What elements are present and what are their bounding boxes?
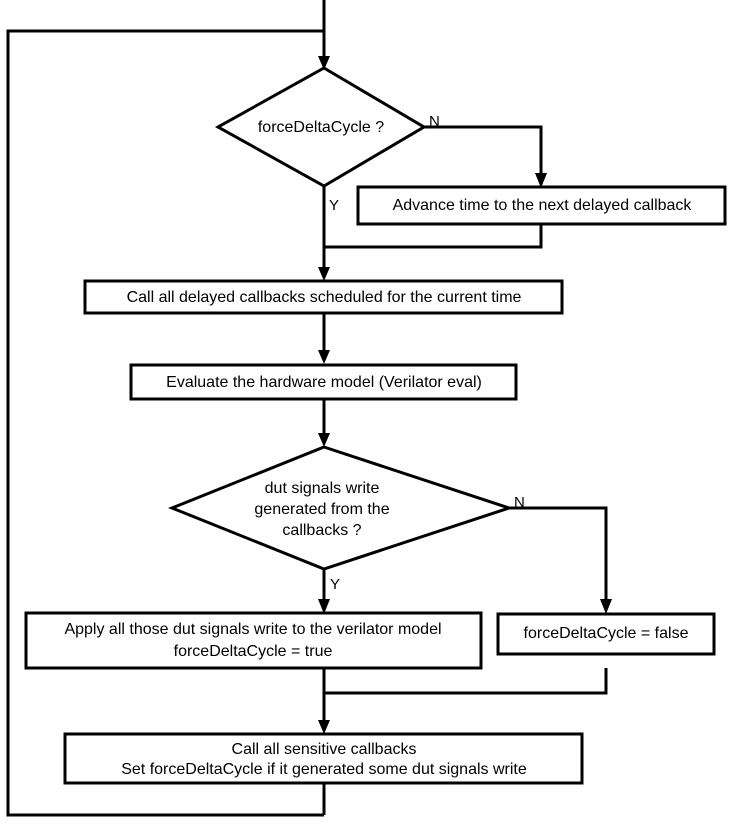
node-decision-dut-signals-write[interactable]: dut signals write generated from the cal… — [167, 445, 514, 571]
process-apply-dut-signals-label-line1: Apply all those dut signals write to the… — [64, 621, 441, 638]
edge-clear-flag-to-merge — [324, 668, 608, 695]
edge-evaluate-to-decision2 — [318, 399, 330, 447]
decision-force-delta-cycle-label: forceDeltaCycle ? — [258, 119, 384, 136]
edge-decision1-yes-to-call-delayed — [318, 186, 330, 281]
process-call-delayed-callbacks-label: Call all delayed callbacks scheduled for… — [127, 289, 522, 306]
process-evaluate-model-label: Evaluate the hardware model (Verilator e… — [166, 374, 482, 391]
edge-apply-signals-to-sensitive-callbacks — [318, 668, 330, 734]
edge-label-decision2-yes: Y — [330, 576, 340, 593]
edge-decision2-yes-to-apply-signals — [318, 569, 330, 614]
node-process-clear-force-delta-flag[interactable]: forceDeltaCycle = false — [496, 612, 716, 656]
process-clear-force-delta-flag-label: forceDeltaCycle = false — [524, 625, 689, 642]
edge-entry-to-decision1 — [318, 0, 330, 70]
process-apply-dut-signals-label-line2: forceDeltaCycle = true — [174, 643, 333, 660]
node-process-call-delayed-callbacks[interactable]: Call all delayed callbacks scheduled for… — [83, 279, 564, 315]
edge-advance-time-to-merge — [324, 224, 543, 249]
edge-label-decision2-no: N — [514, 494, 525, 511]
process-sensitive-callbacks-label-line1: Call all sensitive callbacks — [232, 741, 417, 758]
process-call-delayed-callbacks-shape — [83, 279, 564, 315]
process-advance-time-label: Advance time to the next delayed callbac… — [393, 197, 693, 214]
edge-call-delayed-to-evaluate — [318, 313, 330, 364]
decision-dut-signals-write-label-line1: dut signals write — [265, 480, 380, 497]
edge-label-decision1-no: N — [429, 113, 440, 130]
decision-dut-signals-write-label-line2: generated from the — [254, 501, 389, 518]
process-advance-time-shape — [356, 185, 727, 226]
decision-dut-signals-write-label-line3: callbacks ? — [282, 522, 361, 539]
edge-label-decision1-yes: Y — [329, 197, 339, 214]
node-decision-force-delta-cycle[interactable]: forceDeltaCycle ? — [214, 66, 427, 188]
process-sensitive-callbacks-shape — [63, 732, 584, 785]
process-evaluate-model-shape — [129, 363, 518, 401]
edge-loop-back-rail — [6, 29, 324, 817]
node-process-advance-time[interactable]: Advance time to the next delayed callbac… — [356, 185, 727, 226]
edge-decision2-no-to-clear-flag — [509, 506, 612, 614]
node-process-sensitive-callbacks[interactable]: Call all sensitive callbacks Set forceDe… — [63, 732, 584, 785]
process-apply-dut-signals-shape — [24, 611, 483, 670]
node-process-evaluate-model[interactable]: Evaluate the hardware model (Verilator e… — [129, 363, 518, 401]
edge-decision1-no-to-advance-time — [424, 125, 547, 188]
process-clear-force-delta-flag-shape — [496, 612, 716, 656]
decision-force-delta-cycle-shape — [214, 66, 427, 188]
decision-dut-signals-write-shape — [167, 445, 514, 571]
process-sensitive-callbacks-label-line2: Set forceDeltaCycle if it generated some… — [121, 761, 527, 778]
node-process-apply-dut-signals[interactable]: Apply all those dut signals write to the… — [24, 611, 483, 670]
